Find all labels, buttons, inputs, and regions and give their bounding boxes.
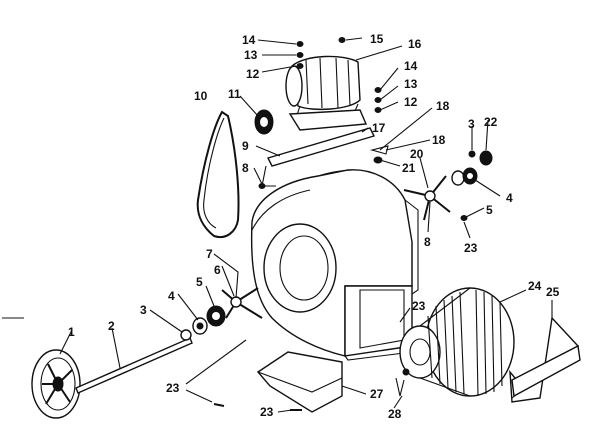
callout-8-right: 8	[424, 235, 431, 249]
callout-5-right: 5	[486, 203, 493, 217]
callout-24: 24	[528, 279, 542, 293]
bearing-bracket-right	[403, 175, 451, 221]
callout-23-right: 23	[464, 241, 478, 255]
callout-14-top: 14	[242, 33, 256, 47]
callout-28: 28	[388, 407, 402, 421]
callout-13-top: 13	[244, 48, 258, 62]
callout-22: 22	[484, 115, 498, 129]
right-collar	[451, 150, 493, 221]
callout-4-left: 4	[168, 289, 175, 303]
base-bracket	[256, 351, 343, 413]
callout-15: 15	[370, 32, 384, 46]
callout-27: 27	[370, 387, 384, 401]
callout-21: 21	[402, 161, 416, 175]
callout-1: 1	[68, 325, 75, 339]
callout-18-lower: 18	[432, 133, 446, 147]
blower-pulley	[31, 349, 81, 419]
blower-motor	[285, 55, 368, 131]
callout-2: 2	[108, 319, 115, 333]
callout-6: 6	[214, 263, 221, 277]
shaft-bearing	[180, 329, 192, 341]
callout-12-right: 12	[404, 95, 418, 109]
callout-7: 7	[206, 247, 213, 261]
callout-23-bottom: 23	[260, 405, 274, 419]
callout-20: 20	[410, 147, 424, 161]
callout-9: 9	[242, 139, 249, 153]
housing-inlet-ring	[263, 223, 337, 313]
callout-25: 25	[546, 285, 560, 299]
callout-5-left: 5	[196, 275, 203, 289]
callout-14-right: 14	[404, 59, 418, 73]
shaft-collar	[192, 317, 208, 335]
blower-housing	[250, 169, 419, 361]
mounting-clip	[395, 377, 405, 397]
drive-belt	[196, 110, 240, 238]
leader-lines	[59, 37, 553, 413]
callout-labels: 14 13 12 15 16 14 13 12 11 10 18 17 18 2…	[68, 32, 560, 421]
motor-hardware	[258, 37, 389, 189]
callout-10: 10	[194, 89, 208, 103]
bearing-hub	[206, 305, 226, 327]
cutoff-plate	[509, 316, 581, 403]
callout-12-top: 12	[246, 67, 260, 81]
callout-3-left: 3	[140, 303, 147, 317]
callout-8-left: 8	[242, 161, 249, 175]
blower-wheel	[399, 287, 515, 397]
callout-3-right: 3	[468, 117, 475, 131]
motor-pulley	[254, 109, 274, 135]
callout-13-right: 13	[404, 77, 418, 91]
callout-23-center: 23	[412, 299, 426, 313]
blower-shaft	[75, 337, 193, 394]
callout-18-top: 18	[436, 99, 450, 113]
callout-16: 16	[408, 37, 422, 51]
callout-17: 17	[372, 121, 386, 135]
callout-23-left: 23	[166, 381, 180, 395]
callout-11: 11	[228, 87, 241, 101]
callout-4-right: 4	[506, 191, 513, 205]
bearing-bracket-left	[221, 287, 263, 319]
